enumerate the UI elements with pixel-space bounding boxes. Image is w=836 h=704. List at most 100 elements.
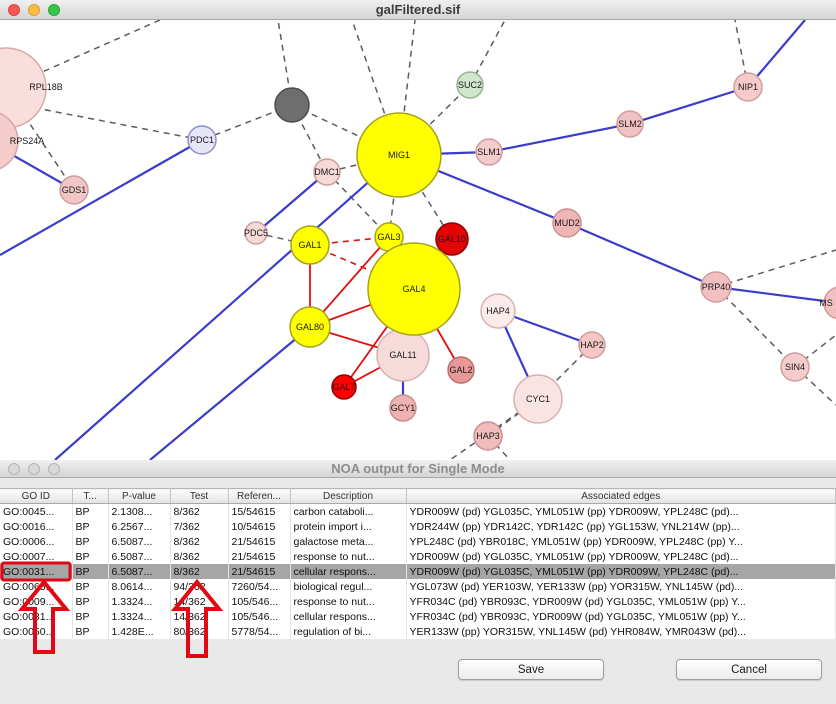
node-cyc1[interactable] xyxy=(513,374,563,424)
table-cell[interactable]: 8.0614... xyxy=(108,579,171,594)
table-cell[interactable]: GO:0006... xyxy=(0,534,73,549)
table-cell[interactable]: GO:0065... xyxy=(0,579,73,594)
table-cell[interactable]: 105/546... xyxy=(228,609,291,624)
node-rps24a[interactable] xyxy=(0,111,19,171)
edge-pp[interactable] xyxy=(326,171,390,238)
table-cell[interactable]: 8/362 xyxy=(170,534,229,549)
node-slm1[interactable] xyxy=(475,138,503,166)
table-cell[interactable]: 7/362 xyxy=(170,519,229,534)
edge-pp[interactable] xyxy=(19,104,203,141)
node-hap4[interactable] xyxy=(480,293,516,329)
node-mud2[interactable] xyxy=(552,208,582,238)
table-cell[interactable]: 105/546... xyxy=(228,594,291,609)
table-cell[interactable]: BP xyxy=(72,579,109,594)
table-cell[interactable]: GO:0016... xyxy=(0,519,73,534)
edge-pp[interactable] xyxy=(794,334,836,368)
table-cell[interactable]: 8/362 xyxy=(170,503,229,519)
edge-blue[interactable] xyxy=(0,139,203,256)
column-header-referen[interactable]: Referen... xyxy=(228,488,291,504)
table-cell[interactable]: 21/54615 xyxy=(228,534,291,549)
column-header-associated-edges[interactable]: Associated edges xyxy=(406,488,836,504)
table-cell[interactable]: 7260/54... xyxy=(228,579,291,594)
node-gal80[interactable] xyxy=(289,306,331,348)
table-cell[interactable]: cellular respons... xyxy=(290,564,407,579)
table-cell[interactable]: 1.3324... xyxy=(108,609,171,624)
node-prp40[interactable] xyxy=(700,271,732,303)
table-cell[interactable]: YER133W (pp) YOR315W, YNL145W (pd) YHR08… xyxy=(406,624,836,639)
node-gds1[interactable] xyxy=(59,175,89,205)
node-pdc1[interactable] xyxy=(187,125,217,155)
edge-pp[interactable] xyxy=(449,398,539,460)
edge-pp[interactable] xyxy=(715,249,836,288)
edge-pp[interactable] xyxy=(5,87,75,191)
table-cell[interactable]: 6.2567... xyxy=(108,519,171,534)
table-cell[interactable]: 94/362 xyxy=(170,579,229,594)
network-graph[interactable]: RPL18BRPS24AGDS1PDC1DMC1MIG1SUC2SLM1SLM2… xyxy=(0,20,836,460)
table-cell[interactable]: BP xyxy=(72,624,109,639)
node-unlabeled[interactable] xyxy=(274,87,310,123)
table-cell[interactable]: GO:0007... xyxy=(0,549,73,564)
node-gal1[interactable] xyxy=(290,225,330,265)
table-cell[interactable]: 1.428E... xyxy=(108,624,171,639)
table-cell[interactable]: YFR034C (pd) YBR093C, YDR009W (pd) YGL03… xyxy=(406,609,836,624)
node-sin4[interactable] xyxy=(780,352,810,382)
table-cell[interactable]: 8/362 xyxy=(170,549,229,564)
node-suc2[interactable] xyxy=(456,71,484,99)
edge-blue[interactable] xyxy=(255,171,328,234)
table-cell[interactable]: response to nut... xyxy=(290,594,407,609)
table-cell[interactable]: YPL248C (pd) YBR018C, YML051W (pp) YDR00… xyxy=(406,534,836,549)
table-cell[interactable]: BP xyxy=(72,564,109,579)
table-cell[interactable]: GO:0031... xyxy=(0,609,73,624)
table-cell[interactable]: biological regul... xyxy=(290,579,407,594)
table-cell[interactable]: BP xyxy=(72,534,109,549)
table-cell[interactable]: YDR009W (pd) YGL035C, YML051W (pp) YDR00… xyxy=(406,549,836,564)
table-cell[interactable]: carbon cataboli... xyxy=(290,503,407,519)
table-cell[interactable]: 14/362 xyxy=(170,594,229,609)
table-cell[interactable]: protein import i... xyxy=(290,519,407,534)
table-cell[interactable]: BP xyxy=(72,519,109,534)
table-cell[interactable]: YFR034C (pd) YBR093C, YDR009W (pd) YGL03… xyxy=(406,594,836,609)
table-cell[interactable]: BP xyxy=(72,594,109,609)
table-cell[interactable]: cellular respons... xyxy=(290,609,407,624)
node-pdc5[interactable] xyxy=(244,221,268,245)
node-gal2[interactable] xyxy=(447,356,475,384)
table-cell[interactable]: 80/362 xyxy=(170,624,229,639)
table-cell[interactable]: BP xyxy=(72,549,109,564)
edge-blue[interactable] xyxy=(566,221,717,289)
table-cell[interactable]: YDR009W (pd) YGL035C, YML051W (pp) YDR00… xyxy=(406,503,836,519)
cancel-button[interactable]: Cancel xyxy=(676,659,822,680)
table-cell[interactable]: BP xyxy=(72,609,109,624)
node-gal7[interactable] xyxy=(331,374,357,400)
column-header-go-id[interactable]: GO ID xyxy=(0,488,73,504)
table-cell[interactable]: 21/54615 xyxy=(228,564,291,579)
table-cell[interactable]: BP xyxy=(72,503,109,519)
table-cell[interactable]: 8/362 xyxy=(170,564,229,579)
table-cell[interactable]: 5778/54... xyxy=(228,624,291,639)
table-cell[interactable]: YDR244W (pp) YDR142C, YDR142C (pp) YGL15… xyxy=(406,519,836,534)
table-cell[interactable]: 14/362 xyxy=(170,609,229,624)
edge-blue[interactable] xyxy=(488,122,631,154)
network-window-titlebar[interactable]: galFiltered.sif xyxy=(0,0,836,20)
close-button[interactable] xyxy=(8,462,20,475)
column-header-test[interactable]: Test xyxy=(170,488,229,504)
table-cell[interactable]: GO:0045... xyxy=(0,503,73,519)
zoom-button[interactable] xyxy=(48,462,60,475)
minimize-button[interactable] xyxy=(28,462,40,475)
column-header-description[interactable]: Description xyxy=(290,488,407,504)
minimize-button[interactable] xyxy=(28,3,40,16)
table-cell[interactable]: 21/54615 xyxy=(228,549,291,564)
table-cell[interactable]: 6.5087... xyxy=(108,549,171,564)
save-button[interactable]: Save xyxy=(458,659,604,680)
node-ms[interactable] xyxy=(823,286,836,320)
table-cell[interactable]: 6.5087... xyxy=(108,534,171,549)
table-cell[interactable]: regulation of bi... xyxy=(290,624,407,639)
node-gal4[interactable] xyxy=(367,242,461,336)
close-button[interactable] xyxy=(8,3,20,16)
